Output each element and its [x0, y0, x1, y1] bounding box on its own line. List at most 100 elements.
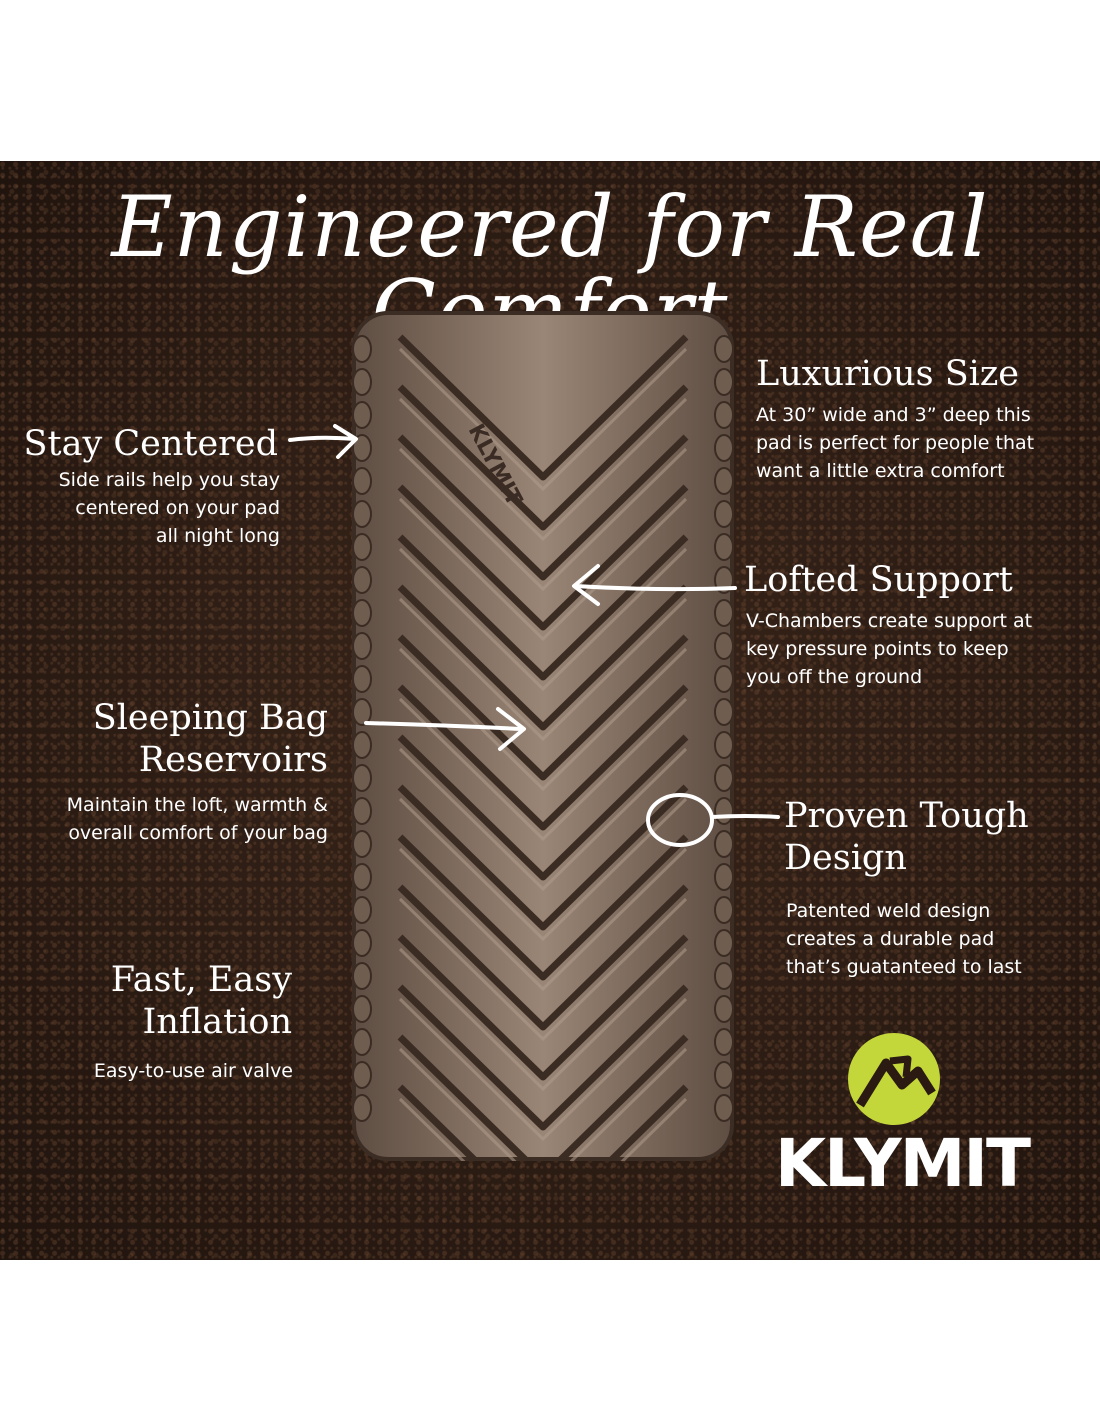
side-rail: [714, 698, 734, 726]
side-rail: [714, 830, 734, 858]
v-chamber: [397, 734, 689, 881]
side-rail: [352, 929, 372, 957]
side-rail: [352, 665, 372, 693]
v-chamber: [397, 684, 689, 831]
luxurious-size-description: At 30” wide and 3” deep this pad is perf…: [756, 404, 1035, 482]
side-rail: [714, 665, 734, 693]
side-rail: [714, 1028, 734, 1056]
proven-tough-heading: Proven Tough Design: [784, 796, 1029, 878]
arrow-icon: [364, 707, 526, 751]
v-chamber-highlight: [398, 897, 688, 1042]
v-chamber-highlight: [398, 847, 688, 992]
side-rail: [714, 1061, 734, 1089]
v-chamber-highlight: [398, 797, 688, 942]
side-rail: [714, 368, 734, 396]
sleeping-bag-heading: Sleeping Bag Reservoirs: [92, 698, 328, 780]
proven-tough-description: Patented weld design creates a durable p…: [786, 900, 1022, 978]
side-rail: [352, 500, 372, 528]
side-rail: [714, 929, 734, 957]
fast-easy-heading: Fast, Easy Inflation: [110, 960, 292, 1042]
side-rail: [714, 764, 734, 792]
side-rail: [352, 401, 372, 429]
side-rail: [714, 632, 734, 660]
side-rail: [714, 467, 734, 495]
side-rail: [352, 467, 372, 495]
side-rail: [352, 698, 372, 726]
v-chamber-highlight: [398, 497, 688, 642]
v-chamber-highlight: [398, 697, 688, 842]
side-rail: [714, 1094, 734, 1122]
side-rail: [352, 599, 372, 627]
side-rail: [352, 863, 372, 891]
side-rail: [352, 797, 372, 825]
side-rail: [352, 962, 372, 990]
v-chamber-highlight: [398, 997, 688, 1142]
logo-wordmark: KLYMIT: [775, 1125, 1031, 1202]
side-rail: [714, 533, 734, 561]
side-rail: [714, 434, 734, 462]
v-chamber: [397, 434, 689, 581]
v-chamber: [397, 884, 689, 1031]
side-rail: [352, 566, 372, 594]
v-chamber: [397, 584, 689, 731]
side-rail: [352, 335, 372, 363]
side-rail: [352, 1028, 372, 1056]
v-chamber-highlight: [398, 447, 688, 592]
side-rail: [352, 995, 372, 1023]
side-rail: [714, 962, 734, 990]
v-chamber: [397, 834, 689, 981]
side-rail: [352, 830, 372, 858]
side-rail: [714, 401, 734, 429]
v-chamber: [397, 1034, 689, 1161]
sleeping-bag-description: Maintain the loft, warmth & overall comf…: [66, 794, 328, 844]
v-chamber-highlight: [398, 1047, 688, 1161]
v-chamber-highlight: [398, 397, 688, 542]
side-rail: [352, 533, 372, 561]
arrow-icon: [572, 564, 737, 606]
stay-centered-description: Side rails help you stay centered on you…: [58, 469, 280, 547]
side-rail: [714, 995, 734, 1023]
fast-easy-description: Easy-to-use air valve: [93, 1060, 293, 1082]
side-rail: [714, 731, 734, 759]
product-banner: Engineered for Real Comfort KLYMIT: [0, 161, 1100, 1260]
v-chamber-highlight: [398, 1097, 688, 1161]
side-rail: [714, 599, 734, 627]
side-rail: [714, 500, 734, 528]
v-chamber: [397, 334, 689, 481]
luxurious-size-heading: Luxurious Size: [756, 354, 1020, 394]
v-chamber: [397, 484, 689, 631]
v-chamber-highlight: [398, 647, 688, 792]
v-chamber-highlight: [398, 947, 688, 1092]
v-chamber: [397, 634, 689, 781]
side-rail: [352, 1094, 372, 1122]
v-chamber: [397, 984, 689, 1131]
side-rail: [352, 764, 372, 792]
v-chamber: [397, 784, 689, 931]
v-chamber: [397, 934, 689, 1081]
v-chamber-highlight: [398, 347, 688, 492]
lofted-support-description: V-Chambers create support at key pressur…: [746, 610, 1033, 688]
v-chamber: [397, 1084, 689, 1161]
klymit-mountain-logo-icon: [848, 1033, 940, 1125]
side-rail: [352, 434, 372, 462]
v-chamber-highlight: [398, 747, 688, 892]
annotation-layer: [288, 424, 780, 847]
side-rail: [352, 1061, 372, 1089]
v-chamber-highlight: [398, 597, 688, 742]
side-rail: [352, 632, 372, 660]
arrow-icon: [288, 424, 358, 459]
sleeping-pad-image: KLYMIT: [352, 311, 734, 1161]
v-chamber: [397, 384, 689, 531]
v-chamber: [397, 534, 689, 681]
circle-highlight-icon: [646, 793, 780, 847]
side-rail: [714, 896, 734, 924]
side-rail: [352, 368, 372, 396]
side-rail: [714, 863, 734, 891]
side-rail: [714, 335, 734, 363]
side-rail: [352, 731, 372, 759]
lofted-support-heading: Lofted Support: [744, 560, 1013, 600]
v-chamber-highlight: [398, 547, 688, 692]
side-rail: [352, 896, 372, 924]
klymit-logo: KLYMIT: [772, 1031, 1032, 1201]
stay-centered-heading: Stay Centered: [23, 424, 278, 464]
